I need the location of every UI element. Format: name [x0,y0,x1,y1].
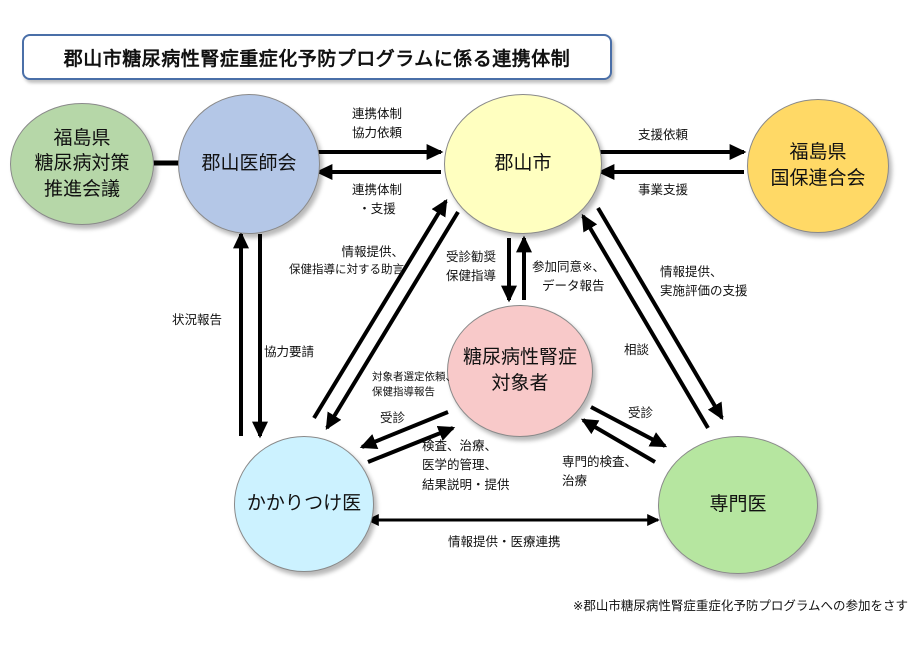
label-ma-to-fd: 協力要請 [264,344,315,359]
node-specialist-label: 専門医 [709,493,767,516]
node-medical-association-label: 郡山医師会 [201,152,297,175]
node-fukushima-council-line1: 福島県 [53,126,111,149]
node-family-doctor: かかりつけ医 [234,436,374,572]
node-target-line1: 糖尿病性腎症 [462,346,577,369]
label-city-to-ma-line1: 連携体制 [352,182,403,197]
label-fd-to-ma: 状況報告 [172,312,223,327]
label-specialist-to-target-line2: 治療 [562,473,588,489]
label-city-to-ma: 連携体制 ・支援 [352,180,402,219]
label-ma-to-city: 連携体制 協力依頼 [352,104,402,143]
label-city-to-target-line1: 受診勧奨 [446,249,497,264]
label-city-to-specialist-line1: 情報提供、 [660,264,723,279]
label-fd-to-target-line3: 結果説明・提供 [422,476,510,492]
label-target-to-city: 参加同意※、 データ報告 [532,257,605,296]
label-city-to-specialist-line2: 実施評価の支援 [660,283,748,299]
label-city-to-target: 受診勧奨 保健指導 [446,247,496,286]
node-fukushima-council-line2: 糖尿病対策 [34,152,130,175]
label-target-to-city-line1: 参加同意※、 [532,259,605,274]
arrow-specialist-to-city [581,213,710,430]
node-target-line2: 対象者 [491,372,549,394]
node-target: 糖尿病性腎症 対象者 [447,305,593,437]
arrow-fd-to-target [367,425,456,464]
arrow-target-to-specialist [590,405,668,448]
label-city-to-specialist: 情報提供、 実施評価の支援 [660,262,748,301]
node-medical-association: 郡山医師会 [178,94,320,234]
node-kokuho: 福島県 国保連合会 [747,99,889,233]
label-kokuho-to-city: 事業支援 [638,182,689,197]
arrow-specialist-to-target [580,418,657,464]
diagram-title: 郡山市糖尿病性腎症重症化予防プログラムに係る連携体制 [22,34,612,80]
label-specialist-to-target: 専門的検査、 治療 [562,452,637,491]
label-ma-to-city-line2: 協力依頼 [352,125,403,141]
label-city-to-fd: 情報提供、 保健指導に対する助言 [270,242,404,279]
node-koriyama-city-label: 郡山市 [494,152,552,175]
label-ma-to-city-line1: 連携体制 [352,106,403,121]
label-target-to-fd: 受診 [380,410,406,425]
label-fd-to-city: 対象者選定依頼、 保健指導報告 [372,370,456,400]
node-koriyama-city: 郡山市 [444,94,602,234]
label-city-to-ma-line2: ・支援 [358,201,396,217]
label-specialist-to-city: 相談 [624,342,650,357]
node-fukushima-council-line3: 推進会議 [43,177,120,200]
label-target-to-specialist: 受診 [628,405,654,420]
label-city-to-kokuho: 支援依頼 [638,127,689,142]
node-specialist: 専門医 [658,436,818,574]
node-kokuho-line1: 福島県 [789,141,847,164]
footnote: ※郡山市糖尿病性腎症重症化予防プログラムへの参加をさす [572,598,908,613]
label-fd-to-target-line2: 医学的管理、 [422,457,498,473]
label-fd-to-city-line2: 保健指導報告 [372,386,435,399]
label-target-to-city-line2: データ報告 [542,278,605,294]
arrow-city-to-fd [325,210,460,431]
node-kokuho-line2: 国保連合会 [770,167,866,189]
node-fukushima-council: 福島県 糖尿病対策 推進会議 [10,103,154,225]
arrow-city-to-specialist [596,206,724,421]
label-fd-to-target: 検査、治療、 医学的管理、 結果説明・提供 [422,436,510,494]
label-city-to-fd-line1: 情報提供、 [341,244,404,259]
label-specialist-to-target-line1: 専門的検査、 [562,454,638,469]
label-fd-to-city-line1: 対象者選定依頼、 [372,371,456,383]
label-fd-to-target-line1: 検査、治療、 [422,438,498,453]
arrow-target-to-fd [359,410,449,449]
node-family-doctor-label: かかりつけ医 [246,492,362,515]
label-city-to-fd-line2: 保健指導に対する助言 [289,262,404,277]
label-fd-specialist: 情報提供・医療連携 [448,534,561,549]
label-city-to-target-line2: 保健指導 [446,268,497,284]
arrow-fd-to-city [312,198,448,420]
